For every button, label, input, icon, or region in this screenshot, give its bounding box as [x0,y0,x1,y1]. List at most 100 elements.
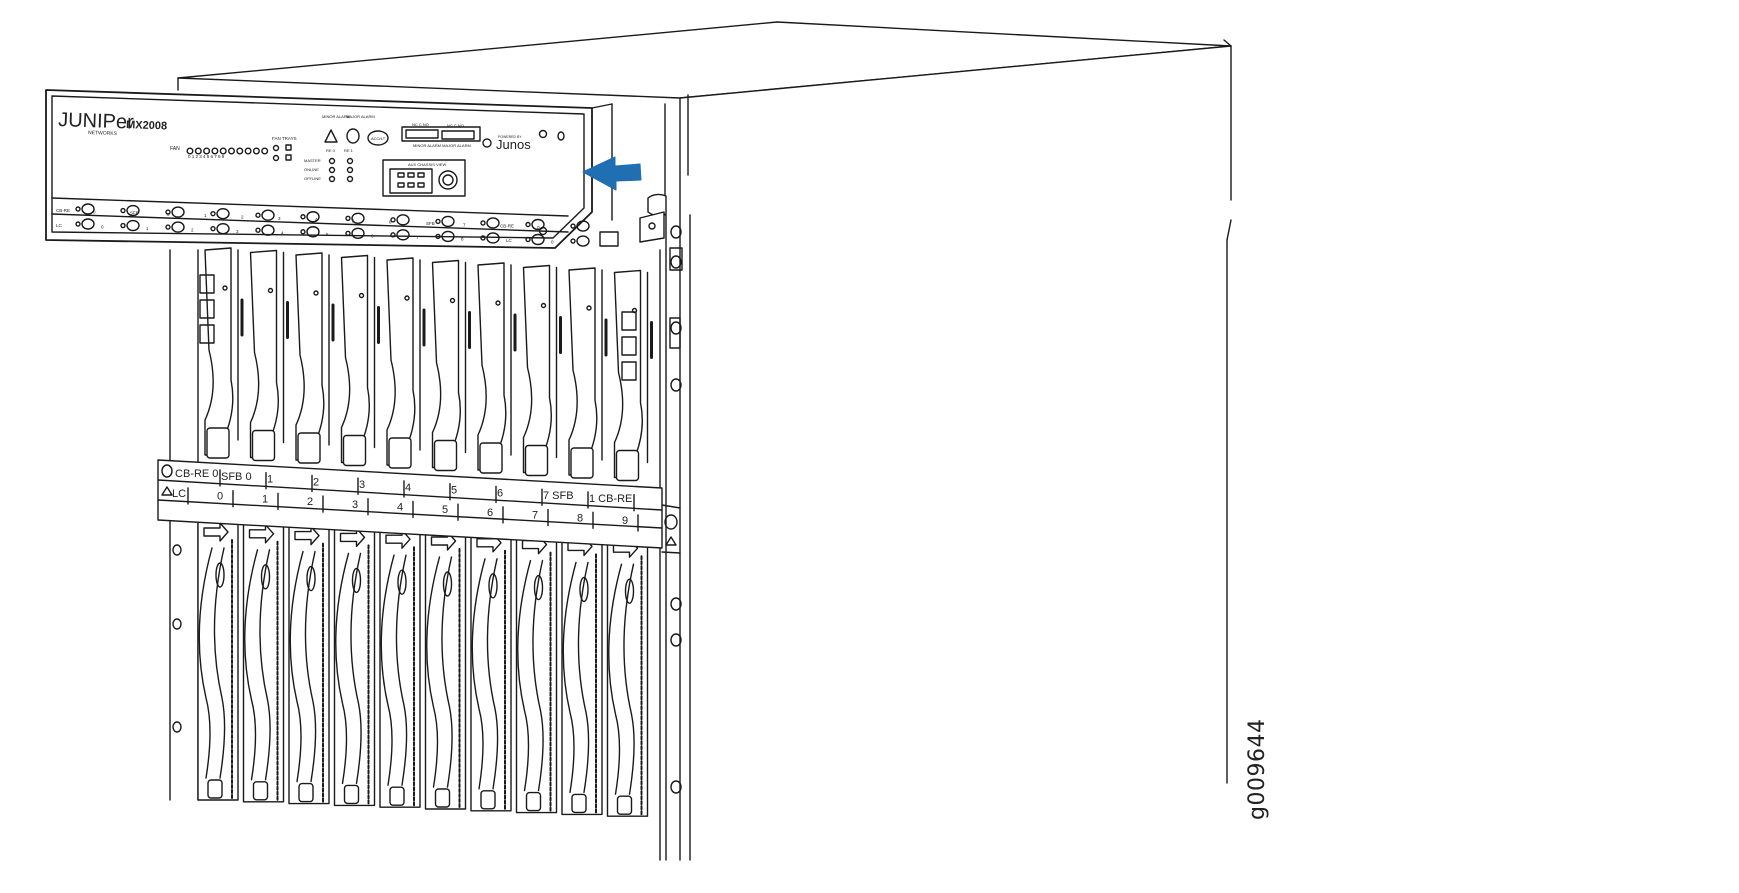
aux-chassis-view-slot[interactable] [382,159,466,197]
fan-led [227,147,235,155]
port [199,274,215,294]
line-card-handle[interactable] [289,550,317,783]
panel-led [570,223,576,229]
panel-led [120,222,126,229]
right-mounting-rail [665,214,691,861]
strip-label-lower: 2 [307,496,313,508]
card-screw [222,285,228,291]
panel-row1-label: 4 [315,217,318,222]
slot-marker [81,218,95,230]
slot-marker [576,220,590,232]
card-ejector-handle[interactable] [613,269,643,479]
strip-label-upper: 2 [313,476,319,488]
slot-marker [486,217,500,229]
slot-marker [441,230,455,243]
line-card-handle[interactable] [517,559,544,792]
latch-bracket [599,193,667,247]
slot-marker [171,206,185,218]
line-card-handle[interactable] [380,554,408,786]
panel-row1-label: CB-RE [56,208,70,213]
strip-label-lower: 1 [262,493,268,505]
line-card-handle[interactable] [198,547,226,779]
panel-row1-label: CB-RE [500,224,514,229]
insertion-direction-arrow-icon [582,156,642,191]
aux-chassis-label: AUX CHASSIS VIEW [408,162,446,167]
slot-marker [306,226,320,238]
line-card-handle[interactable] [562,561,590,794]
port [199,324,215,344]
card-latch [215,562,225,588]
line-card-handle[interactable] [244,549,271,781]
model-label: MX2008 [126,119,167,132]
card-arrow-icon [203,522,229,542]
card-latch [615,449,640,482]
strip-label-lower: 0 [217,491,223,503]
panel-led [345,215,351,222]
card-foot [525,791,542,812]
slot-marker [216,207,230,220]
port [621,336,637,356]
strip-label-upper: 6 [497,487,503,499]
card-latch [397,569,407,595]
line-card-handle[interactable] [426,556,453,788]
panel-led [75,206,81,212]
panel-row2-label: 1 [146,226,149,231]
card-latch [342,434,367,467]
panel-led [300,214,306,220]
panel-row2-label: 4 [281,231,284,236]
card-ejector-handle[interactable] [522,264,552,474]
card-foot [480,790,496,810]
re0-label: RE 0 [326,148,336,153]
panel-led [480,220,486,226]
fan-led [211,147,219,155]
panel-led [210,225,216,232]
strip-label-lower: 5 [442,504,448,516]
card-ejector-handle[interactable] [249,249,279,459]
line-card-handle[interactable] [335,552,362,785]
card-foot [343,784,360,805]
brand-logo: JUNIPer [58,109,135,134]
card-latch [297,432,321,464]
panel-row2-label: 0 [101,225,104,230]
card-foot [389,786,405,806]
panel-led [525,221,531,228]
card-ejector-handle[interactable] [204,247,234,456]
card-latch [306,565,316,592]
panel-led [75,221,81,227]
card-ejector-handle[interactable] [386,257,416,466]
panel-row1-label: 2 [241,215,244,220]
lower-line-cards [197,517,649,818]
line-card-handle[interactable] [471,558,499,790]
slot-marker [441,215,455,228]
strip-label-upper: 7 SFB [543,490,574,502]
panel-row1-label: SFB [426,221,435,226]
panel-led [255,212,261,218]
card-ejector-handle[interactable] [568,267,598,476]
panel-led [210,210,216,217]
online-label: ONLINE [304,167,319,172]
junos-tagline: POWERED BY [498,135,522,139]
figure-id: g009644 [1245,718,1270,820]
card-ejector-handle[interactable] [477,262,507,471]
line-card-handle[interactable] [608,563,635,795]
card-ejector-handle[interactable] [340,254,370,464]
alarm-cutoff-button[interactable] [367,130,389,146]
panel-row1-label: 3 [278,216,281,221]
panel-led [390,217,396,223]
slot-marker [531,218,545,231]
card-ejector-handle[interactable] [295,252,325,461]
card-ejector-handle[interactable] [431,259,461,469]
slot-marker [351,227,365,240]
slot-marker [261,209,275,221]
panel-led [435,218,441,225]
port [621,311,637,331]
nc-no-label-left: NC C NO [412,122,429,127]
card-latch [251,429,276,462]
card-screw [495,300,501,306]
panel-row1-label: 5 [352,218,355,223]
card-foot [298,782,314,803]
major-alarm-led [346,128,360,144]
panel-row1-label: 7 [463,222,466,227]
